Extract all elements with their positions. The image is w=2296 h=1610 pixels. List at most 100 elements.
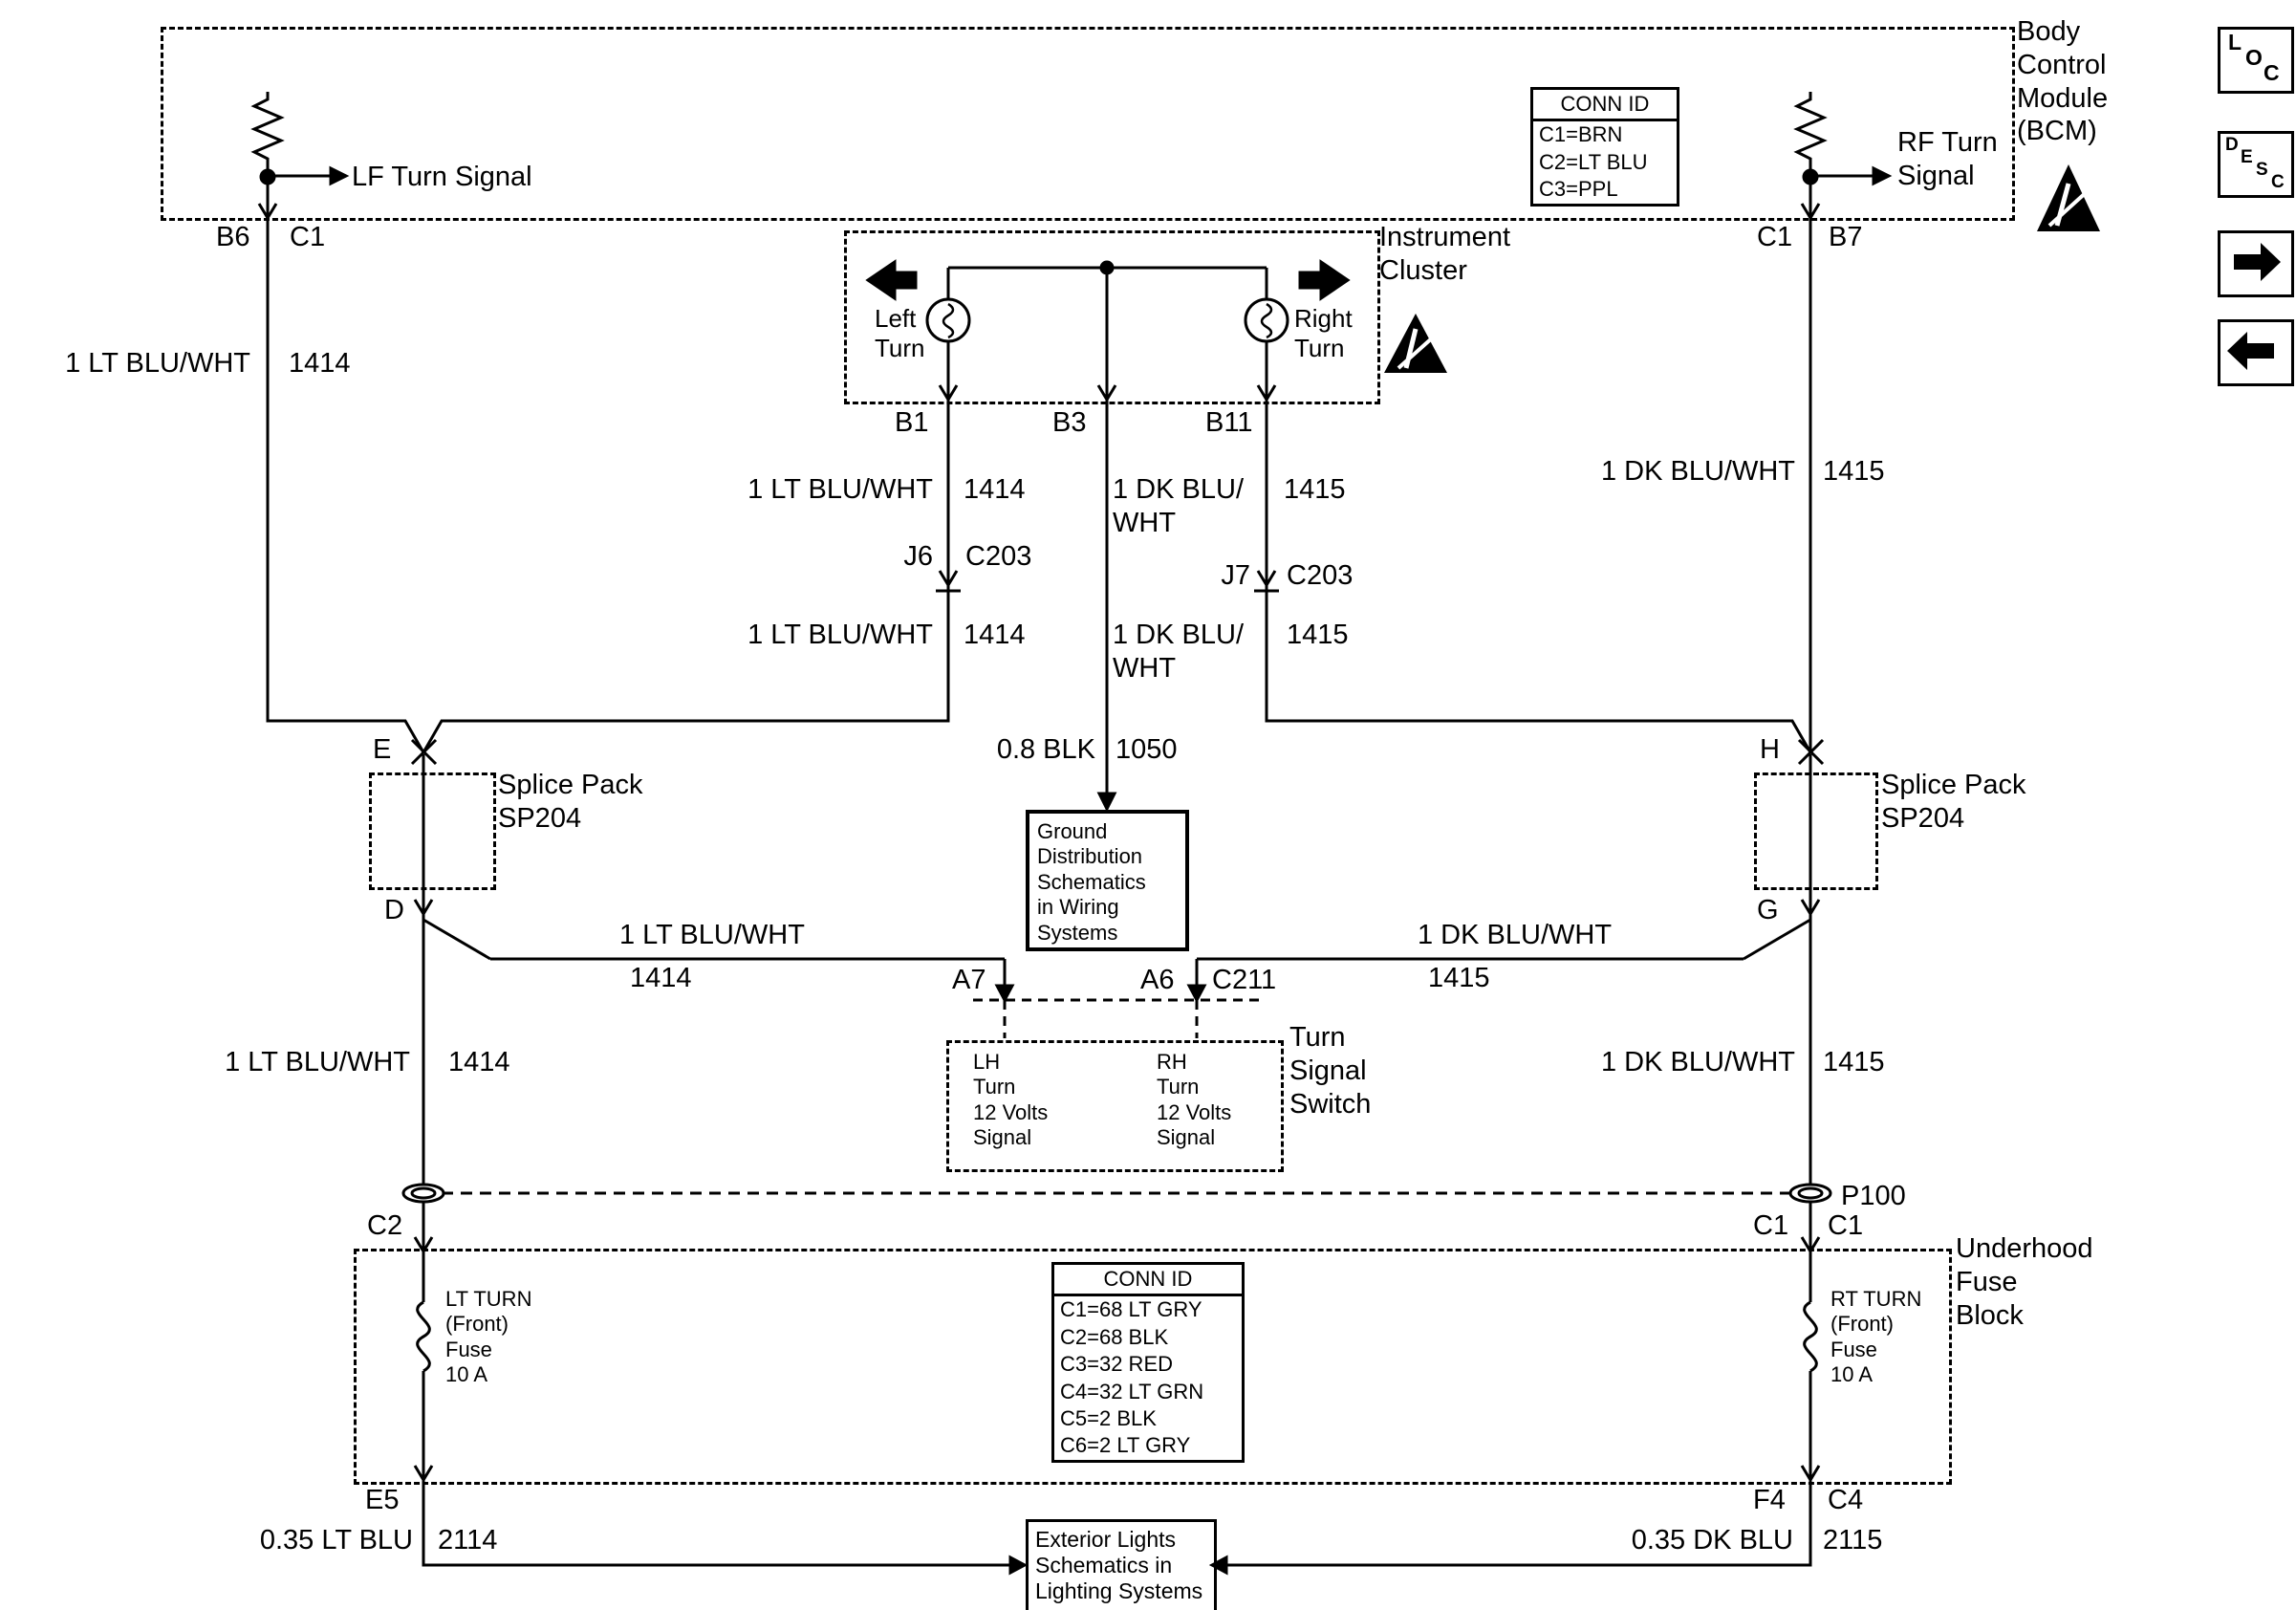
loc-nav-icon[interactable]: L O C (2218, 27, 2294, 94)
splice-terminal-d: D (384, 895, 404, 925)
wire-circuit: 1415 (1284, 474, 1346, 505)
pin-c1-p100-left: C1 (1753, 1210, 1789, 1241)
pin-b3: B3 (1052, 407, 1087, 438)
wire-circuit: 1414 (964, 620, 1026, 650)
exterior-arrow-icon (1008, 1555, 1029, 1576)
pin-e5: E5 (365, 1485, 400, 1515)
a7-arrow-icon (994, 984, 1015, 1004)
pin-b7: B7 (1829, 222, 1863, 252)
desc-letter: E (2241, 147, 2253, 167)
rt-turn-fuse-label: RT TURN (Front) Fuse 10 A (1830, 1287, 1922, 1387)
pin-b6: B6 (216, 222, 250, 252)
conn-id-row: C2=68 BLK (1060, 1324, 1169, 1349)
next-page-nav-icon[interactable] (2218, 230, 2294, 297)
desc-letter: S (2256, 160, 2268, 180)
bcm-title: Body Control Module (BCM) (2017, 16, 2109, 147)
lh-turn-column: LH Turn 12 Volts Signal (973, 1050, 1049, 1150)
left-turn-label: Left Turn (875, 304, 925, 363)
wire-label: 1 DK BLU/WHT (1600, 1047, 1795, 1077)
splice-terminal-g: G (1757, 895, 1779, 925)
wire-circuit: 1415 (1428, 963, 1490, 993)
c203-inline-connector-icon (936, 570, 961, 593)
pin-c1-p100-right: C1 (1828, 1210, 1864, 1241)
c203-inline-connector-icon (1254, 570, 1279, 593)
wire-circuit: 1414 (630, 963, 692, 993)
conn-id-row: C2=LT BLU (1539, 149, 1648, 174)
lf-turn-signal-label: LF Turn Signal (352, 162, 532, 192)
ground-distribution-text: Ground Distribution Schematics in Wiring… (1037, 819, 1146, 945)
ground-distribution-box: Ground Distribution Schematics in Wiring… (1026, 810, 1189, 951)
pin-a6: A6 (1140, 965, 1175, 995)
exterior-lights-text: Exterior Lights Schematics in Lighting S… (1035, 1527, 1203, 1603)
wire-circuit: 1415 (1287, 620, 1349, 650)
wire-bottom-left (422, 1480, 1010, 1567)
wire-label: 0.8 BLK (996, 734, 1095, 765)
exterior-lights-box: Exterior Lights Schematics in Lighting S… (1026, 1519, 1217, 1610)
underhood-fuse-block-box (354, 1249, 1952, 1485)
conn-id-header: CONN ID (1054, 1265, 1242, 1297)
desc-letter: C (2271, 172, 2285, 192)
fuse-block-title: Underhood Fuse Block (1956, 1233, 2093, 1331)
esd-warning-icon (1384, 314, 1447, 373)
pin-f4: F4 (1753, 1485, 1786, 1515)
previous-page-nav-icon[interactable] (2218, 319, 2294, 386)
connector-j6: J6 (903, 541, 933, 572)
splice-terminal-h: H (1760, 734, 1780, 765)
pin-c2: C2 (367, 1210, 403, 1241)
cluster-title: Instrument Cluster (1379, 222, 1510, 286)
connector-chevron (413, 899, 434, 917)
pin-c1-right: C1 (1757, 222, 1793, 252)
connector-c203: C203 (1287, 560, 1354, 591)
c211-connector-line (973, 998, 1264, 1038)
desc-nav-icon[interactable]: D E S C (2218, 131, 2294, 198)
wire-circuit: 1050 (1116, 734, 1178, 765)
wire-circuit: 1414 (289, 348, 351, 379)
instrument-cluster-box (844, 230, 1380, 404)
wire-circuit: 1415 (1823, 456, 1885, 487)
pin-b1: B1 (895, 407, 929, 438)
conn-id-header: CONN ID (1533, 90, 1677, 122)
right-turn-label: Right Turn (1294, 304, 1353, 363)
pin-b11: B11 (1205, 407, 1253, 438)
connector-chevron (1800, 899, 1821, 917)
splice-pack-right-label: Splice Pack SP204 (1881, 770, 2026, 834)
conn-id-row: C1=68 LT GRY (1060, 1297, 1202, 1322)
splice-pack-right-box (1754, 772, 1878, 890)
wire-label: 1 DK BLU/WHT (1418, 920, 1613, 950)
pin-c1-left: C1 (290, 222, 326, 252)
wire-label: 1 DK BLU/ WHT (1113, 474, 1244, 538)
conn-id-row: C6=2 LT GRY (1060, 1433, 1191, 1458)
conn-id-row: C1=BRN (1539, 122, 1623, 147)
wire-label: 1 LT BLU/WHT (225, 1047, 410, 1077)
bcm-box (161, 27, 2015, 221)
splice-pack-left-label: Splice Pack SP204 (498, 770, 643, 834)
conn-id-row: C5=2 BLK (1060, 1405, 1157, 1430)
wire-circuit: 1414 (964, 474, 1026, 505)
wire-circuit: 2114 (438, 1525, 498, 1556)
pin-c4: C4 (1828, 1485, 1864, 1515)
pin-a7: A7 (952, 965, 986, 995)
turn-signal-switch-label: Turn Signal Switch (1289, 1022, 1372, 1120)
conn-id-row: C3=32 RED (1060, 1352, 1174, 1377)
a6-arrow-icon (1186, 984, 1207, 1004)
wire-label: 0.35 LT BLU (259, 1525, 413, 1556)
loc-letter: L (2228, 30, 2242, 54)
fuse-block-conn-id-table: CONN ID C1=68 LT GRY C2=68 BLK C3=32 RED… (1051, 1262, 1245, 1463)
connector-j7: J7 (1221, 560, 1250, 591)
lt-turn-fuse-label: LT TURN (Front) Fuse 10 A (445, 1287, 532, 1387)
wire-circuit: 1414 (448, 1047, 510, 1077)
wire-label: 1 LT BLU/WHT (747, 620, 933, 650)
rf-turn-signal-label: RF Turn Signal (1897, 127, 1998, 191)
wire-label: 1 DK BLU/ WHT (1113, 620, 1244, 684)
wire-circuit: 2115 (1823, 1525, 1883, 1556)
wire-circuit: 1415 (1823, 1047, 1885, 1077)
ground-arrow-icon (1096, 792, 1117, 813)
connector-c203: C203 (965, 541, 1032, 572)
connector-p100: P100 (1841, 1181, 1906, 1211)
connector-c211: C211 (1212, 965, 1277, 995)
splice-pack-left-box (369, 772, 496, 890)
wire-label: 1 LT BLU/WHT (65, 348, 250, 379)
wire-label: 1 LT BLU/WHT (747, 474, 933, 505)
turn-signal-switch-box (946, 1040, 1284, 1172)
